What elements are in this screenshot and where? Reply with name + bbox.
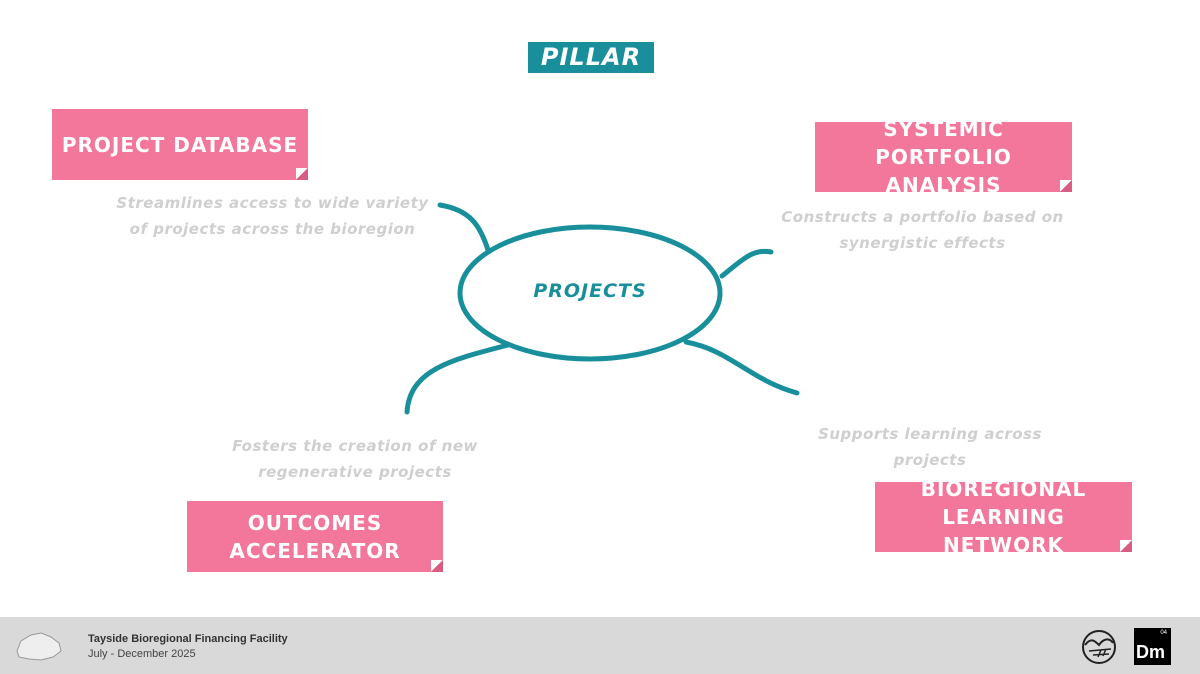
desc-bioregional-learning-network: Supports learning across projects xyxy=(818,425,1042,469)
branch-bottom-left xyxy=(404,342,511,415)
desc-systemic-portfolio-analysis: Constructs a portfolio based on synergis… xyxy=(781,208,1064,252)
footer-subtitle: July - December 2025 xyxy=(88,648,196,660)
card-bioregional-learning-network: BIOREGIONAL LEARNING NETWORK xyxy=(875,477,1132,557)
branch-bottom-right xyxy=(683,339,800,396)
tayside-map-icon xyxy=(16,632,62,661)
dm-logo-text: Dm xyxy=(1136,642,1166,662)
center-label: PROJECTS xyxy=(533,280,647,302)
center-ellipse xyxy=(457,224,723,362)
branch-top-left xyxy=(437,202,491,253)
footer: Tayside Bioregional Financing Facility J… xyxy=(0,617,1200,674)
card-project-database: PROJECT DATABASE xyxy=(52,109,308,180)
landscape-logo-icon xyxy=(1082,630,1116,664)
card-outcomes-accelerator: OUTCOMES ACCELERATOR xyxy=(187,501,443,572)
dm-logo: 04 Dm xyxy=(1134,628,1171,665)
footer-title: Tayside Bioregional Financing Facility xyxy=(88,633,288,645)
dm-logo-number: 04 xyxy=(1160,630,1167,636)
branch-top-right xyxy=(719,248,774,279)
desc-project-database: Streamlines access to wide variety of pr… xyxy=(116,194,429,238)
pillar-title: PILLAR #1 xyxy=(528,42,654,102)
desc-outcomes-accelerator: Fosters the creation of new regenerative… xyxy=(232,437,478,481)
mind-map-lines xyxy=(404,202,800,415)
card-systemic-portfolio-analysis: SYSTEMIC PORTFOLIO ANALYSIS xyxy=(815,117,1072,197)
